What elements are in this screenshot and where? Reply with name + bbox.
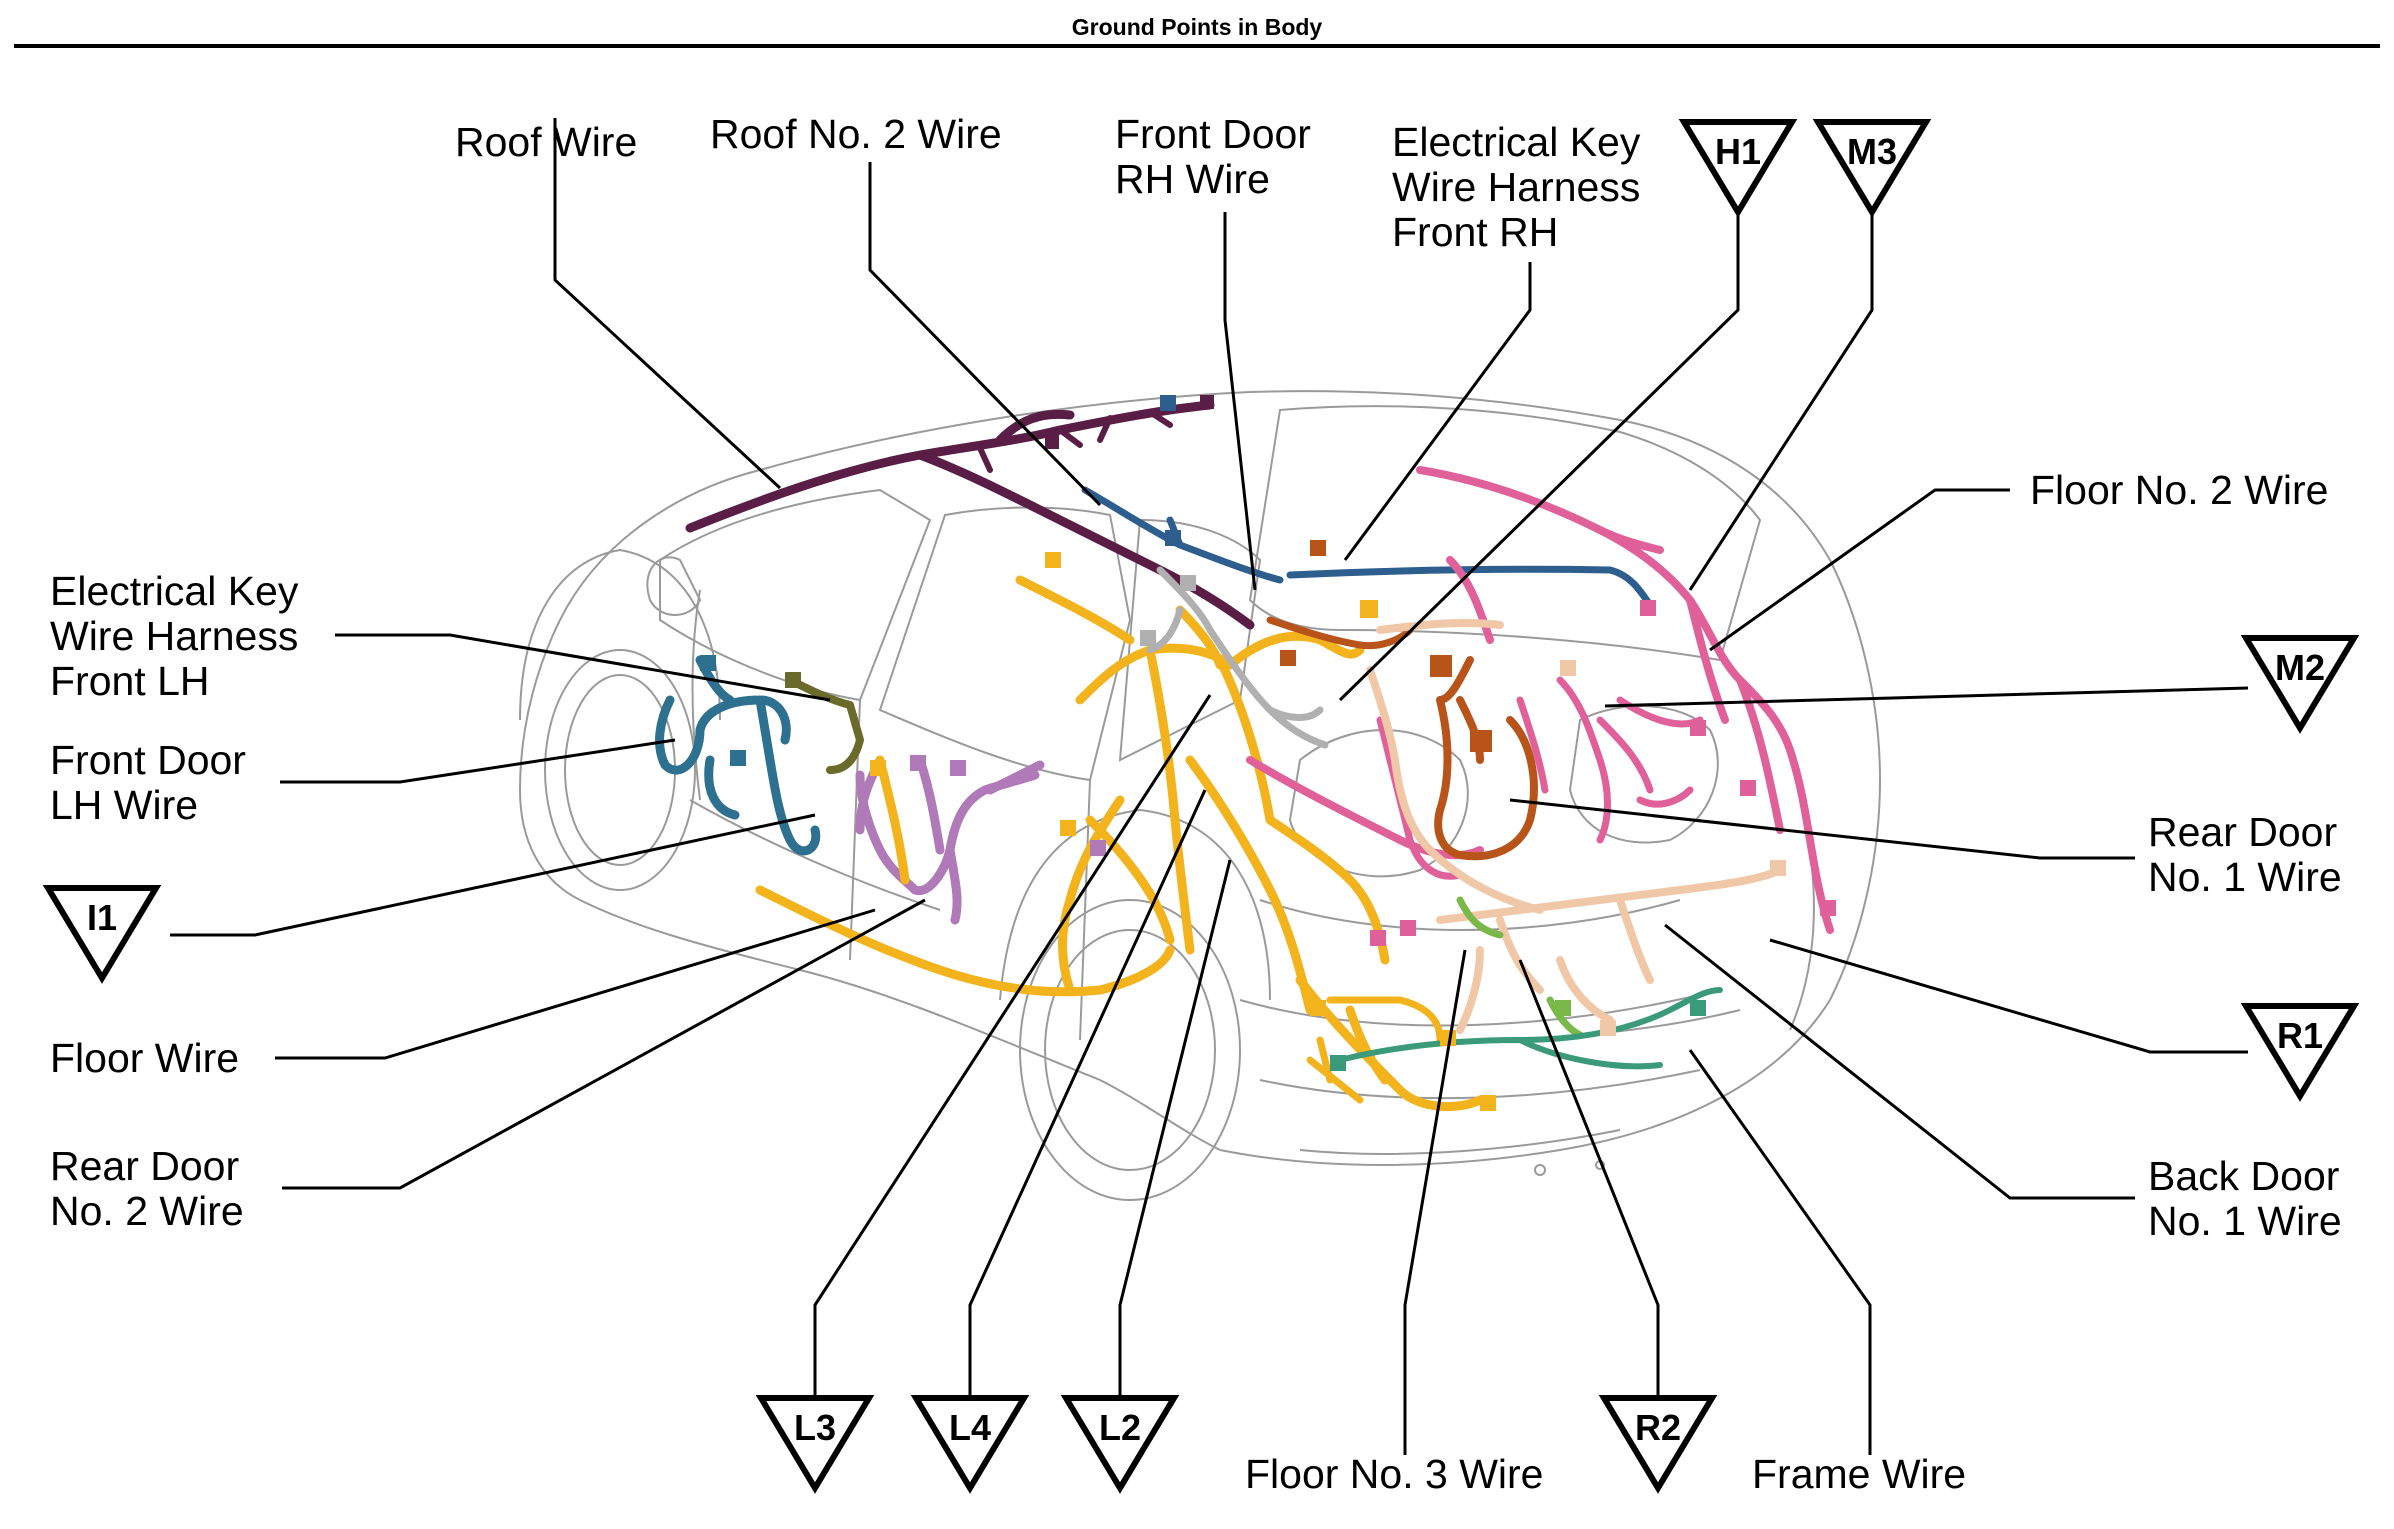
floor-no2-wire-harness bbox=[1246, 466, 1834, 934]
label-electrical-key-front-rh: Electrical Key Wire Harness Front RH bbox=[1392, 119, 1641, 255]
label-front-door-rh-wire: Front Door RH Wire bbox=[1115, 111, 1311, 202]
ground-point-i1: I1 bbox=[42, 885, 162, 984]
label-front-door-lh-wire: Front Door LH Wire bbox=[50, 737, 246, 828]
ground-points: H1 M3 M2 I1 R1 L3 L4 L2 bbox=[42, 119, 2360, 1494]
label-electrical-key-front-lh: Electrical Key Wire Harness Front LH bbox=[50, 568, 299, 704]
svg-text:Electrical Key: Electrical Key bbox=[1392, 119, 1641, 165]
ground-point-h1: H1 bbox=[1678, 119, 1798, 218]
svg-text:H1: H1 bbox=[1715, 131, 1761, 172]
label-roof-no2-wire: Roof No. 2 Wire bbox=[710, 111, 1002, 157]
label-frame-wire: Frame Wire bbox=[1752, 1451, 1966, 1497]
svg-text:RH Wire: RH Wire bbox=[1115, 156, 1270, 202]
svg-text:I1: I1 bbox=[87, 897, 117, 938]
svg-text:Front RH: Front RH bbox=[1392, 209, 1558, 255]
svg-text:Front Door: Front Door bbox=[1115, 111, 1311, 157]
svg-text:No. 1 Wire: No. 1 Wire bbox=[2148, 854, 2342, 900]
ground-point-r2: R2 bbox=[1598, 1395, 1718, 1494]
label-rear-door-no1-wire: Rear Door No. 1 Wire bbox=[2148, 809, 2342, 900]
ground-point-l2: L2 bbox=[1060, 1395, 1180, 1494]
svg-text:L2: L2 bbox=[1099, 1407, 1141, 1448]
leader-lines bbox=[170, 118, 2249, 1455]
svg-text:M2: M2 bbox=[2275, 647, 2325, 688]
svg-text:No. 1 Wire: No. 1 Wire bbox=[2148, 1198, 2342, 1244]
electrical-key-front-lh-harness bbox=[786, 676, 864, 774]
title-divider bbox=[14, 44, 2380, 48]
roof-no2-wire-harness bbox=[1081, 486, 1654, 609]
svg-text:Rear Door: Rear Door bbox=[2148, 809, 2337, 855]
label-back-door-no1-wire: Back Door No. 1 Wire bbox=[2148, 1153, 2342, 1244]
svg-text:R2: R2 bbox=[1635, 1407, 1681, 1448]
svg-text:Wire Harness: Wire Harness bbox=[50, 613, 298, 659]
label-rear-door-no2-wire: Rear Door No. 2 Wire bbox=[50, 1143, 244, 1234]
wire-labels: Roof Wire Roof No. 2 Wire Front Door RH … bbox=[50, 111, 2342, 1497]
floor-wire-harness bbox=[755, 575, 1485, 1112]
ground-point-l4: L4 bbox=[910, 1395, 1030, 1494]
ground-point-m2: M2 bbox=[2240, 635, 2360, 734]
svg-text:Back Door: Back Door bbox=[2148, 1153, 2339, 1199]
rear-door-no2-wire-harness bbox=[855, 755, 1045, 925]
ground-point-r1: R1 bbox=[2240, 1003, 2360, 1102]
roof-wire-harness bbox=[685, 400, 1255, 630]
svg-text:Electrical Key: Electrical Key bbox=[50, 568, 299, 614]
back-door-no1-wire-harness bbox=[1366, 618, 1784, 1034]
rear-door-no1-wire-harness bbox=[1434, 656, 1538, 861]
svg-text:L4: L4 bbox=[949, 1407, 991, 1448]
svg-text:Rear Door: Rear Door bbox=[50, 1143, 239, 1189]
svg-text:R1: R1 bbox=[2277, 1015, 2323, 1056]
page-title: Ground Points in Body bbox=[1071, 14, 1323, 40]
ground-point-l3: L3 bbox=[755, 1395, 875, 1494]
connector-blocks bbox=[700, 395, 1836, 1111]
svg-text:Wire Harness: Wire Harness bbox=[1392, 164, 1640, 210]
label-floor-no3-wire: Floor No. 3 Wire bbox=[1245, 1451, 1543, 1497]
ground-point-m3: M3 bbox=[1812, 119, 1932, 218]
svg-text:Front Door: Front Door bbox=[50, 737, 246, 783]
front-door-rh-wire-harness bbox=[1146, 566, 1329, 749]
label-roof-wire: Roof Wire bbox=[455, 119, 637, 165]
label-floor-no2-wire: Floor No. 2 Wire bbox=[2030, 467, 2328, 513]
frame-wire-harness bbox=[1337, 987, 1723, 1070]
svg-text:LH Wire: LH Wire bbox=[50, 782, 198, 828]
label-floor-wire: Floor Wire bbox=[50, 1035, 239, 1081]
svg-text:Front LH: Front LH bbox=[50, 658, 210, 704]
svg-text:L3: L3 bbox=[794, 1407, 836, 1448]
front-door-lh-wire-harness bbox=[655, 655, 821, 856]
svg-text:No. 2 Wire: No. 2 Wire bbox=[50, 1188, 244, 1234]
svg-text:M3: M3 bbox=[1847, 131, 1897, 172]
